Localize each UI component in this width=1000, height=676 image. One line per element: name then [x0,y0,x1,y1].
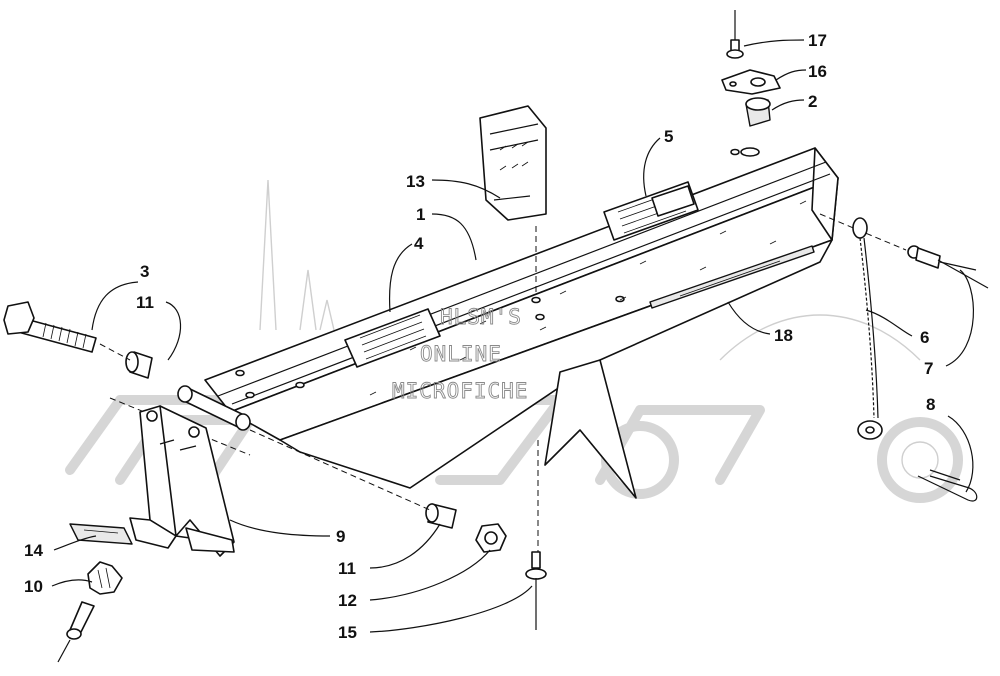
lanyard-6 [852,217,883,440]
plate-16 [721,69,781,95]
callout-14: 15 [338,623,357,642]
callout-2: 2 [808,92,817,111]
callout-18: 18 [774,326,793,345]
callout-9: 9 [336,527,345,546]
callout-1: 1 [416,205,425,224]
mounting-holes [235,148,740,399]
axis-line-bolt [99,343,131,361]
bolt-3 [3,301,97,353]
axis-line-lower [249,429,431,511]
callout-labels: 17 16 2 5 13 1 4 3 11 18 6 7 8 9 14 10 1… [24,31,935,642]
decal-4 [344,308,441,368]
watermark-line-2: ONLINE [420,342,502,366]
callout-10: 10 [24,577,43,596]
callout-5: 5 [664,127,673,146]
callout-12: 12 [338,591,357,610]
rivet-14 [525,551,547,630]
callout-15: 14 [24,541,43,560]
pin-7 [907,245,989,289]
nut-12 [475,523,507,553]
decal-5 [603,181,699,241]
callout-6: 6 [920,328,929,347]
axis-line-pin [819,213,907,251]
rivet-10 [57,601,95,663]
clip-8 [917,469,978,502]
watermark-text: HLSM'S ONLINE MICROFICHE [392,305,528,404]
bushing-11-lower [425,503,457,529]
grommet-2 [745,97,771,127]
strip-18 [649,245,815,309]
mount-holes-top [740,147,760,157]
knob-10 [87,561,123,595]
hinge-tube [177,385,251,431]
watermark-line-1: HLSM'S [440,305,522,329]
callout-3: 3 [140,262,149,281]
callout-4: 4 [414,234,424,253]
callout-16: 16 [808,62,827,81]
callout-8: 8 [926,395,935,414]
callout-11-upper: 11 [136,293,154,312]
clip-13 [479,105,547,221]
callout-11-lower: 11 [338,559,356,578]
watermark-line-3: MICROFICHE [392,379,528,403]
callout-17: 17 [808,31,827,50]
bushing-11-upper [125,351,153,379]
leader-lines [51,39,974,633]
callout-13: 13 [406,172,425,191]
callout-7: 7 [924,359,933,378]
rivet-17 [726,10,744,59]
bracket-9 [129,405,235,557]
